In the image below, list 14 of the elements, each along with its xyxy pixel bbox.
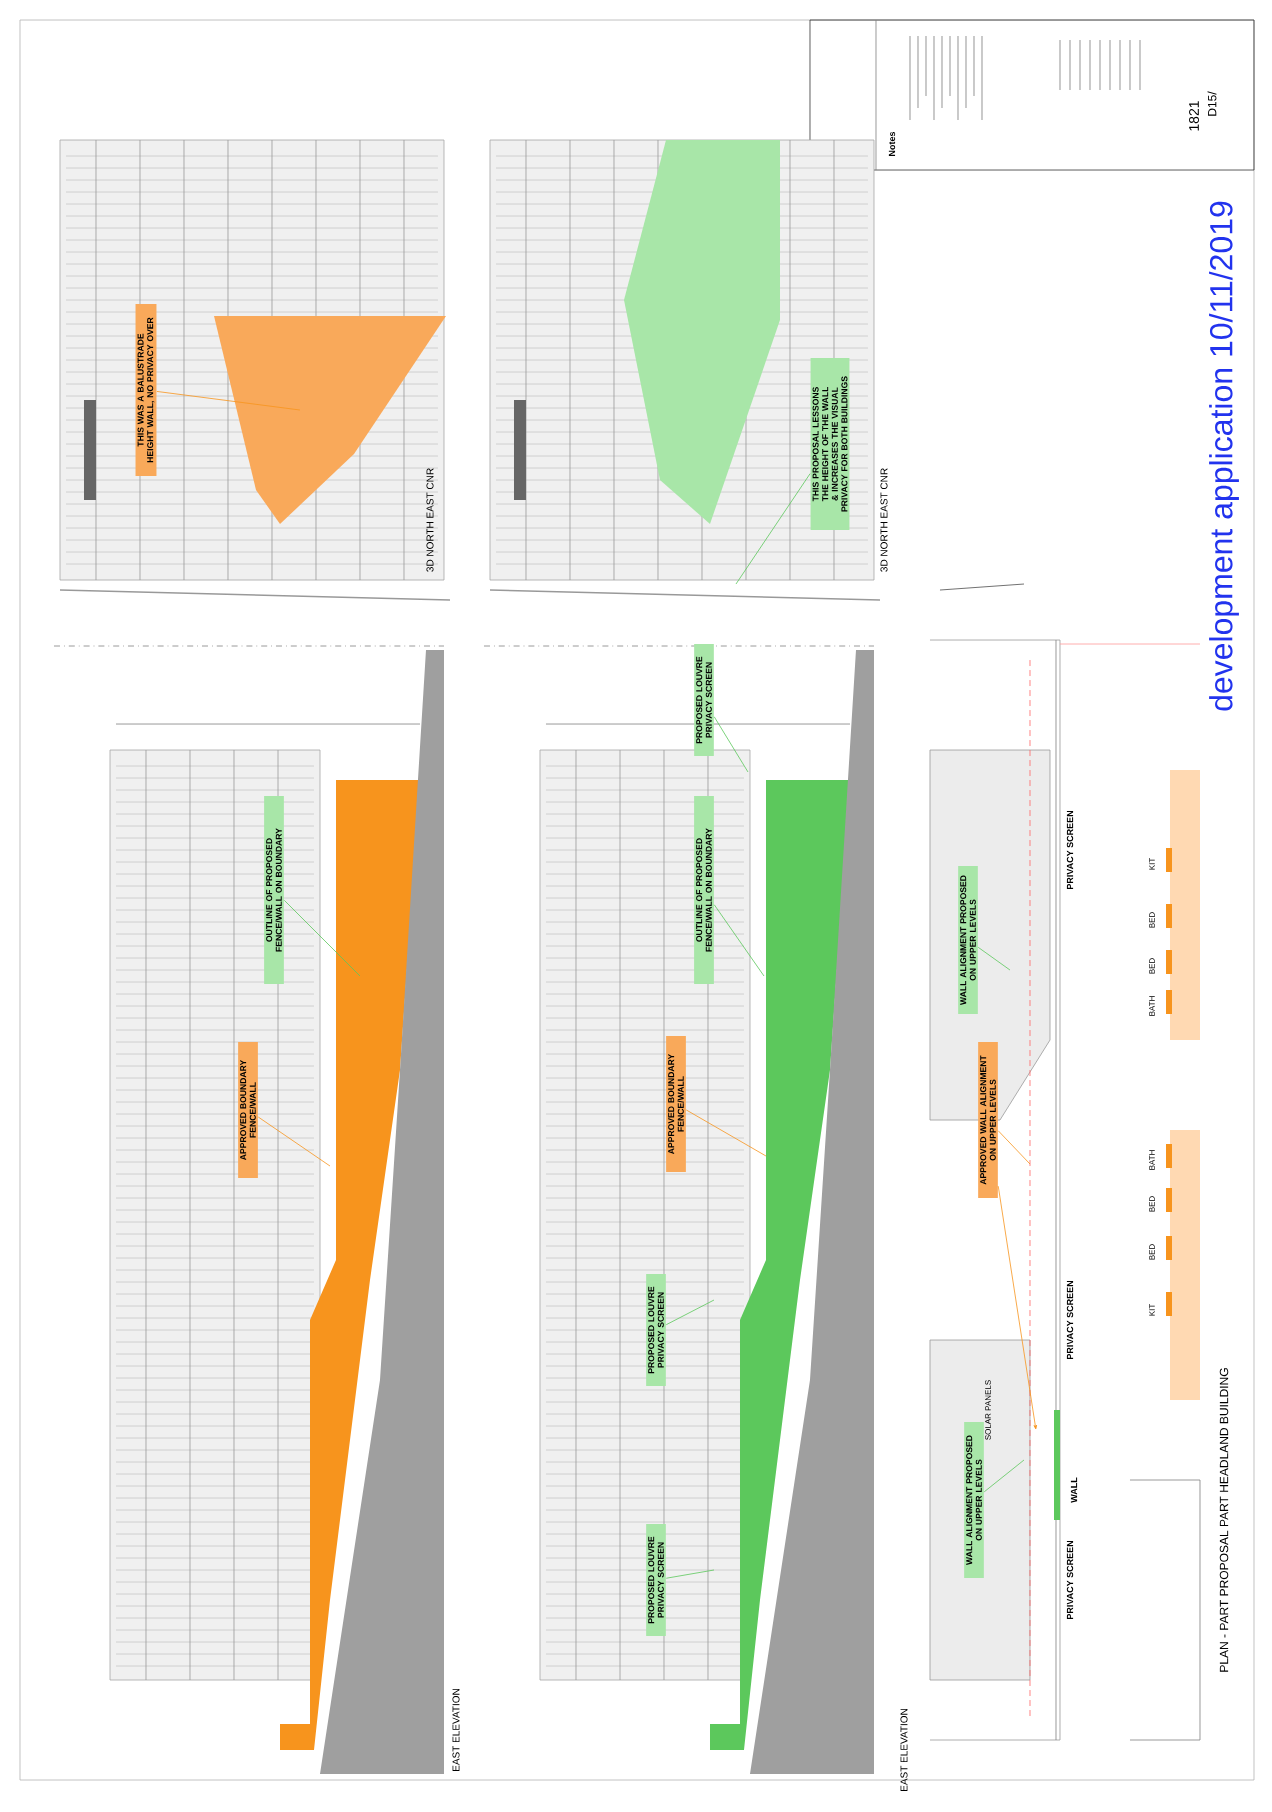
leader-line xyxy=(713,716,749,773)
leader-line xyxy=(665,1569,715,1579)
leader-line xyxy=(997,1130,1031,1165)
leader-line xyxy=(997,1185,1037,1430)
leader-line xyxy=(685,1109,767,1157)
leader-line xyxy=(713,904,765,977)
stamp-text: development application 10/11/2019 xyxy=(1209,201,1239,711)
leader-line xyxy=(983,1459,1025,1493)
leader-line xyxy=(156,391,301,411)
leader-line xyxy=(283,899,361,977)
leader-line xyxy=(735,473,811,585)
leader-line xyxy=(257,1116,331,1167)
leader-line xyxy=(665,1299,715,1326)
leader-line xyxy=(977,946,1011,971)
